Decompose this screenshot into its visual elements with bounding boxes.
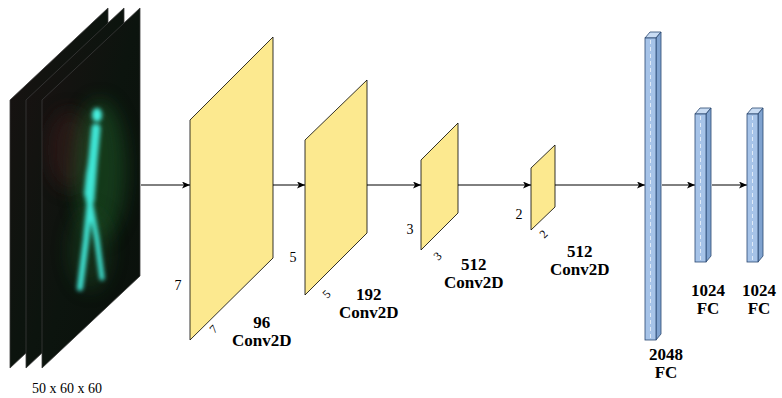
bar-center-line	[752, 116, 753, 260]
conv-slab	[305, 80, 367, 295]
conv-layer: 7796 Conv2D	[190, 37, 273, 340]
kernel-size: 3	[407, 222, 414, 237]
kernel-size: 2	[537, 227, 550, 240]
conv-face	[190, 37, 273, 340]
conv-layer: 33512 Conv2D	[421, 123, 458, 250]
kernel-size: 3	[431, 249, 444, 262]
bar-side	[706, 108, 711, 262]
layer-label: 192 Conv2D	[339, 286, 399, 323]
bar-side	[656, 32, 661, 340]
flow-arrow	[555, 185, 645, 186]
bar-center-line	[700, 116, 701, 260]
flow-arrow	[367, 185, 421, 186]
input-dimension: 50 x 60 x 60	[32, 381, 102, 396]
bar-front	[695, 114, 706, 262]
bar-front	[747, 114, 758, 262]
layer-label: 96 Conv2D	[232, 314, 292, 351]
conv-layer: 22512 Conv2D	[531, 145, 555, 230]
conv-slab	[190, 37, 273, 340]
kernel-size: 5	[290, 250, 297, 265]
flow-arrow	[712, 185, 747, 186]
conv-face	[421, 123, 458, 250]
fc-bar	[695, 108, 712, 262]
flow-arrow	[662, 185, 695, 186]
fc-layer: 1024 FC	[747, 108, 764, 262]
kernel-size: 7	[175, 278, 182, 293]
conv-layer: 55192 Conv2D	[305, 80, 367, 295]
kernel-size: 7	[207, 322, 220, 335]
conv-face	[531, 145, 555, 230]
layer-label: 512 Conv2D	[444, 256, 504, 293]
flow-arrow	[273, 185, 305, 186]
bar-side	[758, 108, 763, 262]
fc-layer: 1024 FC	[695, 108, 712, 262]
flow-arrow	[141, 185, 190, 186]
image-frame	[42, 8, 140, 368]
fc-label: 1024 FC	[691, 282, 725, 319]
conv-slab	[531, 145, 555, 230]
fc-label: 2048 FC	[649, 346, 683, 383]
kernel-size: 5	[320, 287, 333, 300]
input-image: 50 x 60 x 60	[10, 8, 141, 370]
kernel-size: 2	[516, 207, 523, 222]
fc-layer: 2048 FC	[645, 32, 662, 340]
conv-face	[305, 80, 367, 295]
fc-bar	[747, 108, 764, 262]
fc-label: 1024 FC	[742, 282, 776, 319]
walking-figure	[48, 100, 126, 290]
flow-arrow	[458, 185, 531, 186]
conv-slab	[421, 123, 458, 250]
fc-bar	[645, 32, 662, 340]
layer-label: 512 Conv2D	[550, 243, 610, 280]
bar-front	[645, 38, 656, 340]
bar-center-line	[650, 40, 651, 338]
